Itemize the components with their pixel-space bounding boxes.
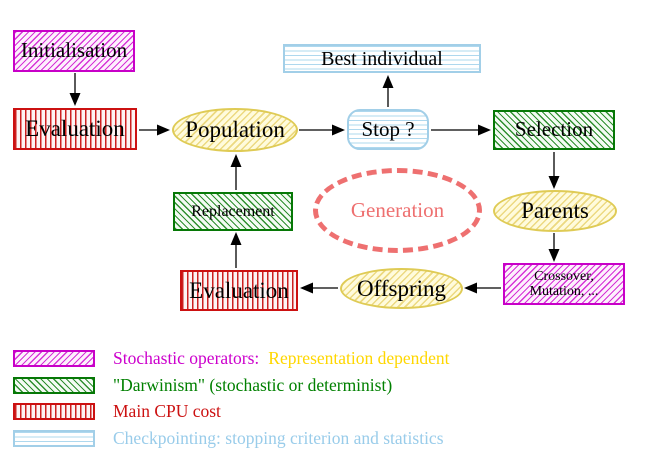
node-stop: Stop ? <box>347 109 429 150</box>
node-best-individual: Best individual <box>283 44 481 73</box>
node-population-label: Population <box>185 117 285 143</box>
legend-text-darwinism: "Darwinism" (stochastic or determinist) <box>113 375 393 395</box>
legend-label: "Darwinism" (stochastic or determinist) <box>113 375 392 396</box>
legend-swatch-magenta-hatch <box>13 350 95 367</box>
legend-swatch-green-hatch <box>13 377 95 394</box>
node-initialisation: Initialisation <box>13 30 135 72</box>
legend-label: Main CPU cost <box>113 401 221 422</box>
node-crossover-line1: Crossover, <box>534 268 594 284</box>
node-crossover-line2: Mutation, ... <box>529 284 599 299</box>
legend-text-stochastic-operators: Stochastic operators: <box>113 348 260 368</box>
node-selection: Selection <box>493 110 615 150</box>
node-evaluation-bottom-label: Evaluation <box>189 277 289 303</box>
node-offspring: Offspring <box>340 268 463 309</box>
node-replacement-label: Replacement <box>191 202 275 220</box>
node-generation-label: Generation <box>350 197 445 222</box>
node-initialisation-label: Initialisation <box>20 38 128 63</box>
node-replacement: Replacement <box>173 192 293 231</box>
node-generation-loop: Generation <box>313 168 482 253</box>
legend-swatch-cyan-stripes <box>13 430 95 447</box>
node-stop-label: Stop ? <box>361 116 415 141</box>
node-best-individual-label: Best individual <box>321 47 443 70</box>
legend-label: Stochastic operators: Representation depe… <box>113 348 450 369</box>
node-selection-label: Selection <box>514 117 594 142</box>
node-evaluation-bottom: Evaluation <box>180 270 298 311</box>
node-evaluation-top-label: Evaluation <box>25 116 125 142</box>
legend-label: Checkpointing: stopping criterion and st… <box>113 428 444 449</box>
node-evaluation-top: Evaluation <box>13 108 137 150</box>
node-crossover-mutation: Crossover, Mutation, ... <box>503 263 625 305</box>
node-parents-label: Parents <box>521 198 589 224</box>
node-population: Population <box>172 108 298 152</box>
legend-text-main-cpu-cost: Main CPU cost <box>113 401 221 421</box>
node-offspring-label: Offspring <box>356 275 446 301</box>
node-parents: Parents <box>493 190 617 232</box>
legend-text-representation-dependent: Representation dependent <box>268 348 450 368</box>
legend-text-checkpointing: Checkpointing: stopping criterion and st… <box>113 428 444 448</box>
legend-swatch-red-stripes <box>13 403 95 420</box>
